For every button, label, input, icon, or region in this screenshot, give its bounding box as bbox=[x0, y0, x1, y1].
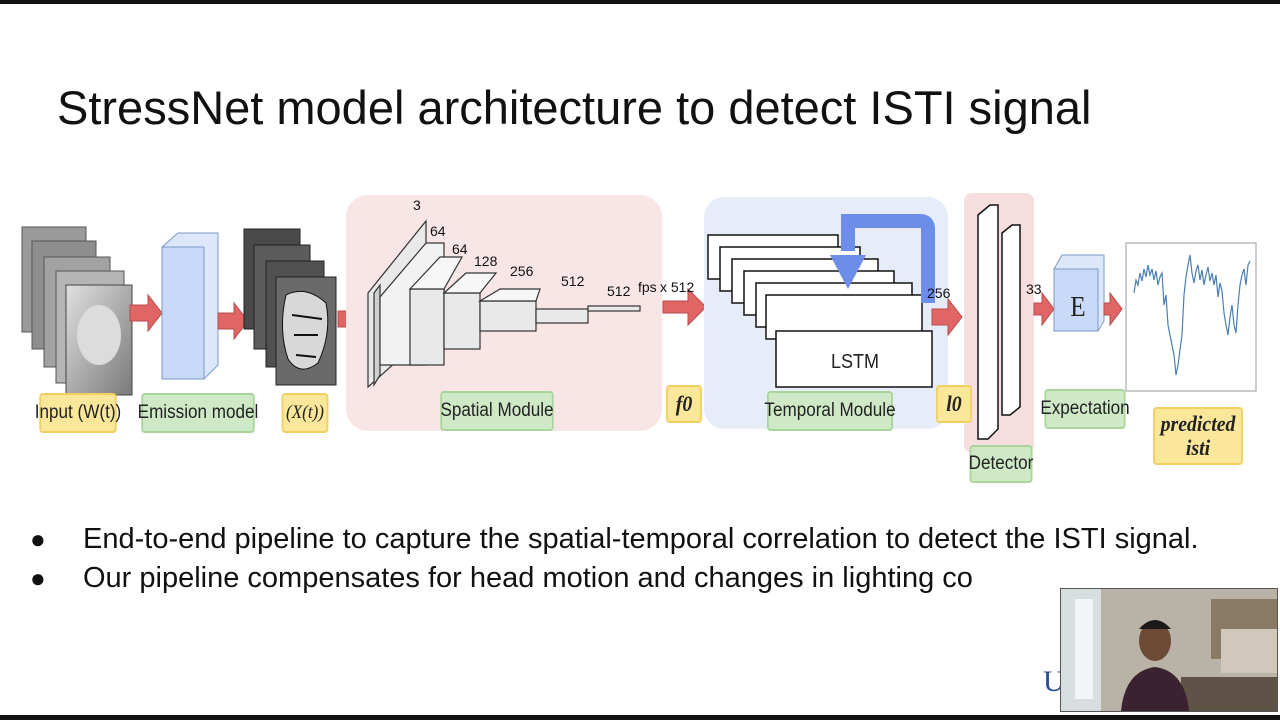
diagram-graphics bbox=[21, 193, 1257, 453]
f0-label: f0 bbox=[666, 385, 702, 423]
architecture-diagram: Input (W(t)) Emission model (X(t)) Spati… bbox=[0, 185, 1280, 485]
arrow-7 bbox=[1033, 291, 1055, 327]
presenter-webcam bbox=[1060, 588, 1278, 712]
dim-128: 128 bbox=[474, 253, 498, 269]
emission-model-block bbox=[161, 232, 219, 380]
expectation-label: Expectation bbox=[1040, 389, 1130, 429]
webcam-feed bbox=[1061, 589, 1277, 711]
temporal-out-dim: 256 bbox=[927, 285, 951, 301]
bullet-list: ● End-to-end pipeline to capture the spa… bbox=[30, 520, 1230, 598]
logo-partial: U bbox=[1043, 665, 1065, 698]
arrow-8 bbox=[1103, 291, 1123, 327]
bottom-border bbox=[0, 715, 1280, 720]
dim-512b: 512 bbox=[607, 283, 631, 299]
temporal-module-label: Temporal Module bbox=[764, 391, 896, 431]
predicted-word: predicted bbox=[1160, 411, 1236, 436]
input-face-stack bbox=[21, 226, 133, 396]
expectation-block bbox=[1053, 254, 1105, 332]
arrow-4-and-5 bbox=[662, 287, 707, 327]
loop-arrowhead bbox=[830, 255, 866, 289]
arrow-2 bbox=[217, 301, 249, 341]
dim-64a: 64 bbox=[430, 223, 446, 239]
spatial-module-label: Spatial Module bbox=[440, 391, 554, 431]
l0-label: l0 bbox=[936, 385, 972, 423]
spatial-cnn-layers bbox=[367, 219, 641, 389]
bullet-text: End-to-end pipeline to capture the spati… bbox=[83, 523, 1199, 555]
emission-model-label: Emission model bbox=[138, 393, 258, 433]
detector-label: Detector bbox=[969, 445, 1033, 483]
bullet-text: Our pipeline compensates for head motion… bbox=[83, 562, 973, 594]
dim-256: 256 bbox=[510, 263, 534, 279]
isti-word: isti bbox=[1185, 435, 1211, 460]
dim-64b: 64 bbox=[452, 241, 468, 257]
bullet-dot: ● bbox=[30, 524, 46, 554]
expectation-symbol: E bbox=[1070, 292, 1086, 323]
detector-region bbox=[964, 193, 1034, 453]
bullet-item: ● Our pipeline compensates for head moti… bbox=[30, 559, 1230, 598]
lstm-stack bbox=[707, 234, 933, 388]
slide-title: StressNet model architecture to detect I… bbox=[57, 81, 1092, 134]
fps-dim: x 512 bbox=[660, 279, 695, 295]
lstm-label: LSTM bbox=[830, 350, 880, 373]
dim-512a: 512 bbox=[561, 273, 585, 289]
top-border bbox=[0, 0, 1280, 4]
arrow-1 bbox=[129, 293, 163, 333]
bullet-item: ● End-to-end pipeline to capture the spa… bbox=[30, 520, 1230, 559]
xt-label: (X(t)) bbox=[281, 393, 329, 433]
dim-3: 3 bbox=[413, 197, 421, 213]
isti-plot bbox=[1125, 242, 1257, 392]
recurrent-loop-arrow bbox=[841, 214, 935, 303]
xt-frame-stack bbox=[243, 228, 337, 386]
predicted-isti-label: predicted isti bbox=[1153, 407, 1243, 465]
fps-text: fps bbox=[638, 279, 657, 295]
arrow-6 bbox=[931, 297, 963, 337]
detector-layers bbox=[977, 204, 1021, 440]
input-label: Input (W(t)) bbox=[35, 393, 121, 433]
detector-out-dim: 33 bbox=[1026, 281, 1042, 297]
bullet-dot: ● bbox=[30, 563, 46, 593]
